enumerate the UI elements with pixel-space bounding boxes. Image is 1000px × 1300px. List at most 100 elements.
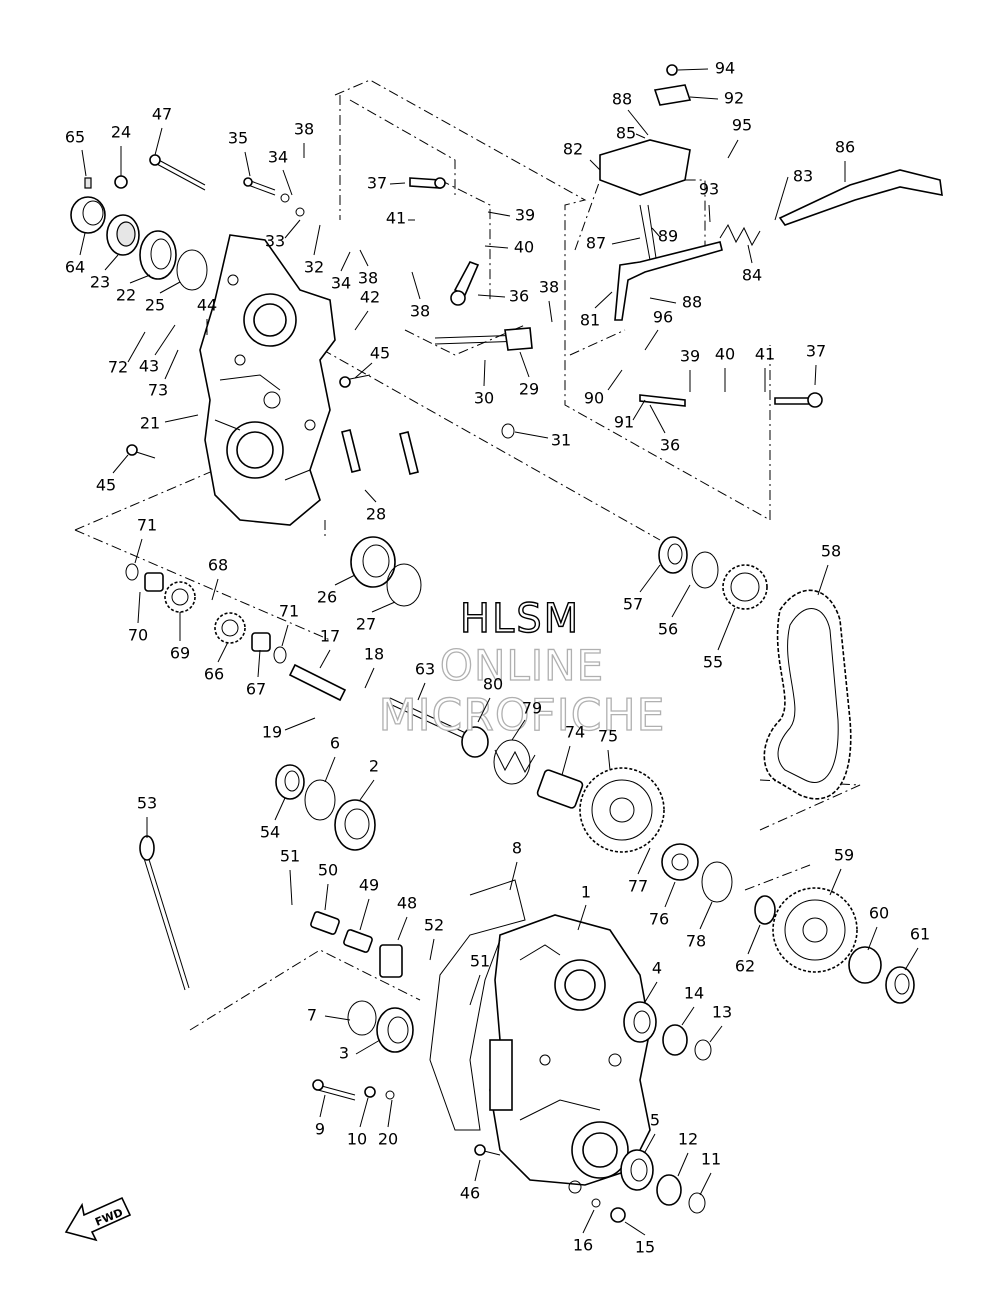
leader-line	[217, 641, 229, 663]
part-callout-56: 56	[658, 620, 678, 639]
leader-line	[689, 96, 719, 100]
leader-line	[717, 607, 736, 651]
part-callout-51: 51	[470, 952, 490, 971]
leader-line	[747, 924, 761, 955]
leader-line	[511, 719, 526, 741]
leader-line	[324, 883, 329, 911]
leader-line	[639, 564, 661, 593]
part-callout-58: 58	[821, 542, 841, 561]
part-callout-81: 81	[580, 311, 600, 330]
part-callout-61: 61	[910, 925, 930, 944]
watermark-line2: ONLINE	[440, 641, 604, 690]
leader-line	[867, 926, 878, 951]
part-callout-88: 88	[612, 90, 632, 109]
part-callout-13: 13	[712, 1003, 732, 1022]
leader-line	[364, 667, 375, 689]
right-case	[429, 879, 651, 1194]
leader-line	[519, 351, 530, 378]
part-callout-7: 7	[307, 1006, 317, 1025]
leader-line	[289, 869, 293, 906]
part-callout-52: 52	[424, 916, 444, 935]
leader-line	[651, 227, 661, 238]
leader-line	[134, 538, 143, 564]
leader-line	[319, 649, 331, 669]
leader-line	[340, 251, 351, 272]
leader-line	[469, 974, 481, 1006]
part-callout-34: 34	[268, 148, 288, 167]
part-callout-57: 57	[623, 595, 643, 614]
part-callout-96: 96	[653, 308, 673, 327]
leader-line	[324, 1015, 351, 1021]
part-callout-22: 22	[116, 286, 136, 305]
part-callout-36: 36	[660, 436, 680, 455]
part-callout-9: 9	[315, 1120, 325, 1139]
part-callout-41: 41	[386, 209, 406, 228]
leader-line	[671, 584, 691, 618]
reference-lines	[74, 79, 861, 1031]
leader-line	[607, 749, 611, 771]
part-callout-17: 17	[320, 627, 340, 646]
leader-line	[677, 68, 709, 71]
part-callout-83: 83	[793, 167, 813, 186]
leader-line	[387, 1099, 393, 1128]
leader-line	[244, 151, 251, 177]
part-callout-16: 16	[573, 1236, 593, 1255]
part-callout-12: 12	[678, 1130, 698, 1149]
leader-line	[582, 1209, 595, 1234]
callout-layer: 1234567891011121314151617181920212223242…	[65, 59, 930, 1257]
part-callout-14: 14	[684, 984, 704, 1003]
leader-line	[829, 868, 842, 896]
part-callout-21: 21	[140, 414, 160, 433]
leader-line	[637, 847, 651, 875]
part-callout-94: 94	[715, 59, 735, 78]
leader-line	[324, 756, 336, 783]
leader-line	[699, 901, 713, 930]
round-parts	[70, 196, 915, 1214]
part-callout-30: 30	[474, 389, 494, 408]
part-callout-38: 38	[294, 120, 314, 139]
part-callout-2: 2	[369, 757, 379, 776]
watermark-line3: MICROFICHE	[379, 690, 666, 741]
leader-line	[104, 254, 119, 271]
part-callout-10: 10	[347, 1130, 367, 1149]
leader-line	[681, 1006, 695, 1026]
part-callout-74: 74	[565, 723, 585, 742]
leader-line	[81, 149, 87, 177]
leader-line	[354, 362, 373, 379]
part-callout-28: 28	[366, 505, 386, 524]
part-callout-34: 34	[331, 274, 351, 293]
leader-line	[359, 249, 369, 267]
part-callout-33: 33	[265, 232, 285, 251]
leader-line	[371, 601, 396, 613]
leader-line	[644, 981, 658, 1003]
part-callout-20: 20	[378, 1130, 398, 1149]
leader-line	[164, 414, 199, 423]
part-callout-68: 68	[208, 556, 228, 575]
part-callout-62: 62	[735, 957, 755, 976]
part-callout-6: 6	[330, 734, 340, 753]
part-callout-69: 69	[170, 644, 190, 663]
leader-line	[644, 1133, 656, 1153]
leader-line	[814, 364, 817, 386]
leader-line	[477, 294, 506, 298]
leader-line	[79, 232, 86, 256]
leader-line	[624, 1221, 646, 1236]
leader-line	[487, 211, 511, 217]
part-callout-39: 39	[680, 347, 700, 366]
leader-line	[154, 324, 176, 356]
leader-line	[354, 310, 369, 331]
leader-line	[699, 1172, 712, 1196]
leader-line	[284, 219, 301, 239]
part-callout-38: 38	[410, 302, 430, 321]
leader-line	[474, 1159, 481, 1182]
fwd-arrow-icon: FWD	[64, 1196, 132, 1242]
part-callout-37: 37	[367, 174, 387, 193]
left-case-cover	[199, 234, 336, 526]
part-callout-23: 23	[90, 273, 110, 292]
leader-line	[129, 274, 151, 284]
leader-line	[417, 682, 426, 701]
part-callout-53: 53	[137, 794, 157, 813]
part-callout-41: 41	[755, 345, 775, 364]
part-callout-91: 91	[614, 413, 634, 432]
leader-line	[649, 297, 677, 304]
